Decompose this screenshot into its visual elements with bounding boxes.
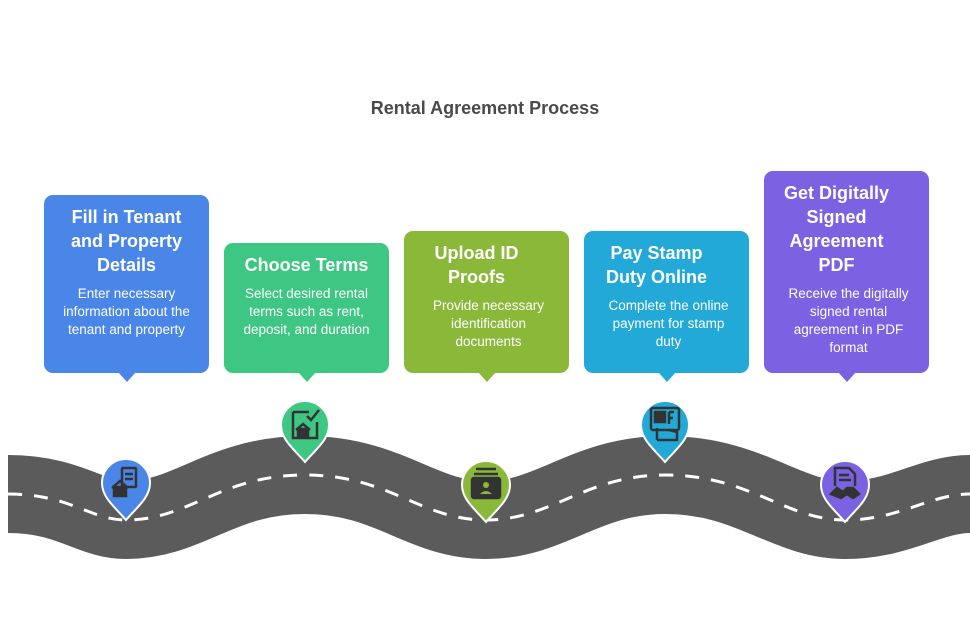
card-pointer [837,372,856,382]
house-form-icon [111,466,138,498]
step-description-2: Select desired rental terms such as rent… [243,286,370,337]
card-pointer [297,372,316,382]
card-pointer [657,372,676,382]
step-title-5: Get Digitally Signed Agreement PDF [783,183,890,275]
card-pointer [477,372,496,382]
card-pointer [117,372,136,382]
house-check-icon [291,409,320,440]
map-pin-3 [460,458,512,524]
online-payment-icon [649,406,681,442]
step-card-4: Pay Stamp Duty Online Complete the onlin… [584,231,749,382]
step-title-1: Fill in Tenant and Property Details [70,207,183,275]
step-card-3: Upload ID Proofs Provide necessary ident… [404,231,569,382]
step-description-1: Enter necessary information about the te… [63,286,190,337]
step-card-5: Get Digitally Signed Agreement PDF Recei… [764,171,929,382]
signed-document-icon [828,466,861,500]
step-title-2: Choose Terms [244,255,369,275]
step-card-2: Choose Terms Select desired rental terms… [224,243,389,382]
step-description-4: Complete the online payment for stamp du… [608,298,729,349]
map-pin-4 [639,398,691,464]
step-title-3: Upload ID Proofs [434,243,519,287]
step-description-3: Provide necessary identification documen… [432,298,545,349]
map-pin-1 [100,456,152,522]
step-description-5: Receive the digitally signed rental agre… [788,286,909,355]
map-pin-5 [819,458,871,524]
id-card-icon [470,467,502,500]
diagram-title: Rental Agreement Process [370,98,600,118]
step-card-1: Fill in Tenant and Property Details Ente… [44,195,209,382]
map-pin-2 [279,398,331,464]
step-title-4: Pay Stamp Duty Online [605,243,707,287]
